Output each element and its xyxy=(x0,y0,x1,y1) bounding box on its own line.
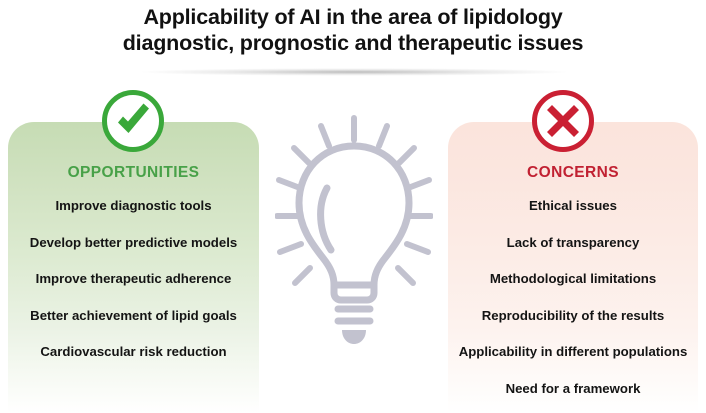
concerns-panel xyxy=(448,122,698,413)
opportunities-panel xyxy=(8,122,259,413)
opportunities-heading: OPPORTUNITIES xyxy=(67,164,200,181)
title-divider-shadow xyxy=(78,68,630,78)
list-item: Methodological limitations xyxy=(489,271,657,286)
title-line-2: diagnostic, prognostic and therapeutic i… xyxy=(122,31,584,55)
list-item: Reproducibility of the results xyxy=(481,307,665,323)
list-item: Improve diagnostic tools xyxy=(55,198,212,213)
list-item: Better achievement of lipid goals xyxy=(30,307,237,323)
page-title: Applicability of AI in the area of lipid… xyxy=(0,4,706,56)
list-item: Develop better predictive models xyxy=(29,234,238,250)
opportunities-list: Improve diagnostic tools Develop better … xyxy=(8,198,259,381)
cross-circle-icon xyxy=(530,88,596,154)
concerns-list: Ethical issues Lack of transparency Meth… xyxy=(443,198,703,413)
list-item: Improve therapeutic adherence xyxy=(35,271,232,286)
check-circle-icon xyxy=(100,88,166,154)
lightbulb-icon xyxy=(275,110,433,345)
list-item: Need for a framework xyxy=(505,380,641,396)
title-line-1: Applicability of AI in the area of lipid… xyxy=(143,5,563,29)
list-item: Applicability in different populations xyxy=(458,344,688,359)
concerns-heading: CONCERNS xyxy=(527,164,619,181)
list-item: Ethical issues xyxy=(529,198,617,213)
list-item: Cardiovascular risk reduction xyxy=(40,344,227,359)
list-item: Lack of transparency xyxy=(506,234,640,250)
